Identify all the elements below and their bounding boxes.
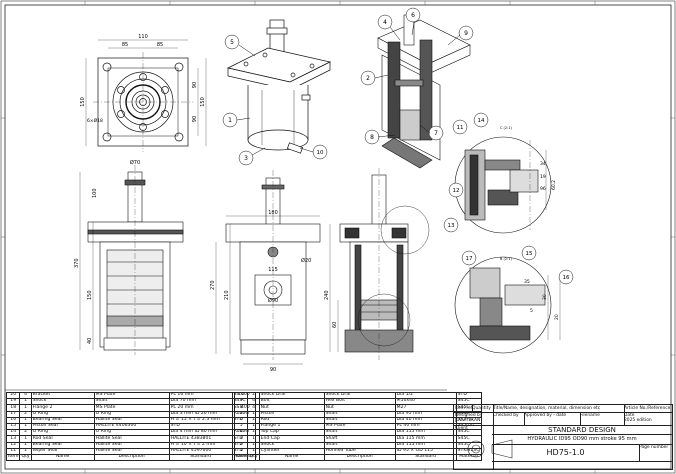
callout-13: 13 [448,223,455,229]
dim-l40: 40 [87,338,93,344]
bom-right-header-cell: Standard [394,453,457,462]
dim-d90b: 90 [270,367,276,373]
dim-l270: 270 [210,280,216,290]
detail-label-c: C (2:1) [500,126,513,130]
top-view [85,39,207,152]
elevation-left [79,165,184,355]
callout-10: 10 [317,150,324,156]
elevation-section [329,168,430,360]
tb-article: Article No./Reference [623,405,672,413]
dim-right-90b: 90 [192,116,198,122]
dim-l370: 370 [74,258,80,268]
callout-14: 14 [478,118,485,124]
tb-item-ref: Item ref [454,405,473,413]
callout-9: 9 [464,30,468,37]
dim-d100: 100 [92,188,98,198]
elevation-middle [215,170,321,365]
dim-det-5: 5 [530,308,533,314]
detail-upper-callouts [443,112,489,233]
bom-right-header-cell: Material [455,453,482,462]
dim-det-96: 96 [540,186,546,192]
tb-drawing-no: HD75-1.0 [492,444,640,462]
dim-det-30: 30 [542,294,548,300]
detail-lower [454,256,561,354]
callout-5: 5 [230,39,234,46]
dim-bolt-holes: 6×Ø18 [87,117,103,124]
dim-top-110: 110 [138,34,148,40]
tb-title-col: Title/Name, designation, material, dimen… [492,405,625,413]
tb-checked-by: Checked by [492,412,525,426]
bom-left-header-cell: Standard [168,453,233,462]
callout-17: 17 [466,256,473,262]
title-block: Item ref Quantity Title/Name, designatio… [453,404,673,470]
dim-top-85b: 85 [157,42,163,48]
detail-lower-callouts [461,245,574,285]
tb-approved-by: Approved by - date [523,412,581,426]
tb-page-number: Page number [638,444,672,462]
dim-right-90a: 90 [192,82,198,88]
tb-quantity: Quantity [471,405,494,413]
section-iso-callouts [360,7,474,145]
dim-det-602: 60.2 [551,180,557,190]
dim-d20: Ø20 [301,257,311,264]
dim-d70: Ø70 [130,159,140,166]
dim-top-85a: 85 [122,42,128,48]
callout-1: 1 [228,117,232,124]
section-iso [377,14,471,169]
dim-l240: 240 [324,290,330,300]
dim-det-19: 19 [540,174,546,180]
tb-title: HYDRAULIC ID95 OD90 mm stroke 95 mm [492,434,672,445]
dim-d115: 115 [268,267,278,273]
callout-16: 16 [563,275,570,281]
bom-left-header-cell: Name [30,453,95,462]
tb-filename: Filename [579,412,625,426]
iso-assembly [226,19,332,154]
callout-2: 2 [366,75,370,82]
bom-right-header-cell: Description [323,453,396,462]
callout-7: 7 [434,130,438,137]
tb-standard: STANDARD DESIGN [492,425,672,435]
dim-d180: 180 [268,210,278,216]
dim-l150: 150 [87,290,93,300]
callout-12: 12 [453,188,460,194]
callout-3: 3 [244,155,248,162]
dim-l210: 210 [224,290,230,300]
dim-det-34: 34 [540,161,546,167]
dim-det-20: 20 [554,314,560,320]
projection-symbol [467,439,513,459]
detail-upper [454,136,552,234]
dim-det-35: 35 [524,279,530,285]
bom-right-header-cell: Qty [247,453,260,462]
dim-left-150: 150 [80,97,86,107]
tb-logo-area: Client [454,425,494,469]
callout-4: 4 [383,19,387,26]
callout-8: 8 [370,134,374,141]
bom-right-header-cell: Name [258,453,325,462]
bom-left-header-cell: Item [5,453,21,462]
bom-right-header-cell: Item [233,453,249,462]
callout-6: 6 [411,12,415,19]
dim-d90: Ø90 [268,297,278,304]
callout-15: 15 [526,251,533,257]
dim-right-150: 150 [200,97,206,107]
iso-callouts [222,34,328,166]
bom-left-header-cell: Qty [19,453,32,462]
dim-l60: 60 [332,322,338,328]
detail-label-b: B (2:1) [500,257,513,261]
callout-11: 11 [457,125,464,131]
bom-left-header-cell: Description [93,453,170,462]
